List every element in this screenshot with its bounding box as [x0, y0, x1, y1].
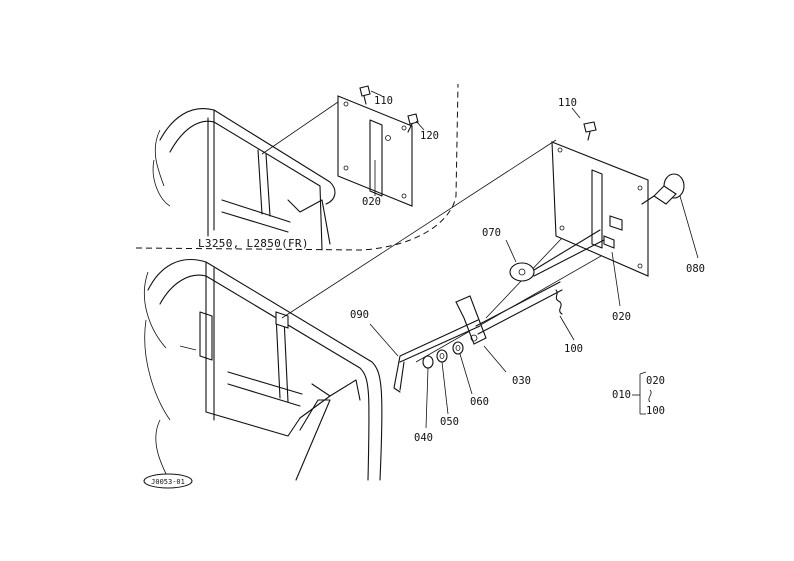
main-plate	[551, 141, 649, 277]
callout-020-main: 020	[612, 311, 631, 323]
assembly-parent-number: 010	[612, 389, 631, 401]
main-bolt-110	[583, 121, 597, 141]
callout-120: 120	[420, 130, 439, 142]
main-tractor-frame	[144, 258, 383, 481]
assembly-range-start: 020	[646, 375, 665, 387]
callout-100: 100	[564, 343, 583, 355]
assembly-key: 010 020 100	[612, 371, 665, 417]
inset-plate	[337, 95, 413, 207]
inset-leader-plate	[261, 101, 339, 155]
drawing-code-stamp: J0053-01	[143, 473, 193, 489]
knob-080	[641, 173, 685, 205]
inset-separator	[135, 83, 459, 251]
inset-bolts	[359, 85, 419, 133]
callout-070: 070	[482, 227, 501, 239]
callout-040: 040	[414, 432, 433, 444]
inset-tractor-frame	[152, 108, 336, 251]
washer-050	[436, 349, 448, 363]
rod-090	[393, 319, 481, 393]
callout-050: 050	[440, 416, 459, 428]
main-leader-plate	[281, 139, 557, 319]
callout-090: 090	[350, 309, 369, 321]
callout-110-inset: 110	[374, 95, 393, 107]
assembly-range-end: 100	[646, 405, 665, 417]
model-caption: L3250, L2850(FR)	[198, 237, 309, 250]
callout-030: 030	[512, 375, 531, 387]
lever-030	[455, 281, 563, 345]
drawing-code: J0053-01	[151, 478, 185, 486]
callout-020-inset: 020	[362, 196, 381, 208]
washer-060	[452, 341, 464, 355]
callout-110-main: 110	[558, 97, 577, 109]
washer-040	[422, 355, 434, 369]
callout-060: 060	[470, 396, 489, 408]
spring-100	[555, 289, 563, 315]
flange-070	[509, 229, 605, 282]
callout-080: 080	[686, 263, 705, 275]
